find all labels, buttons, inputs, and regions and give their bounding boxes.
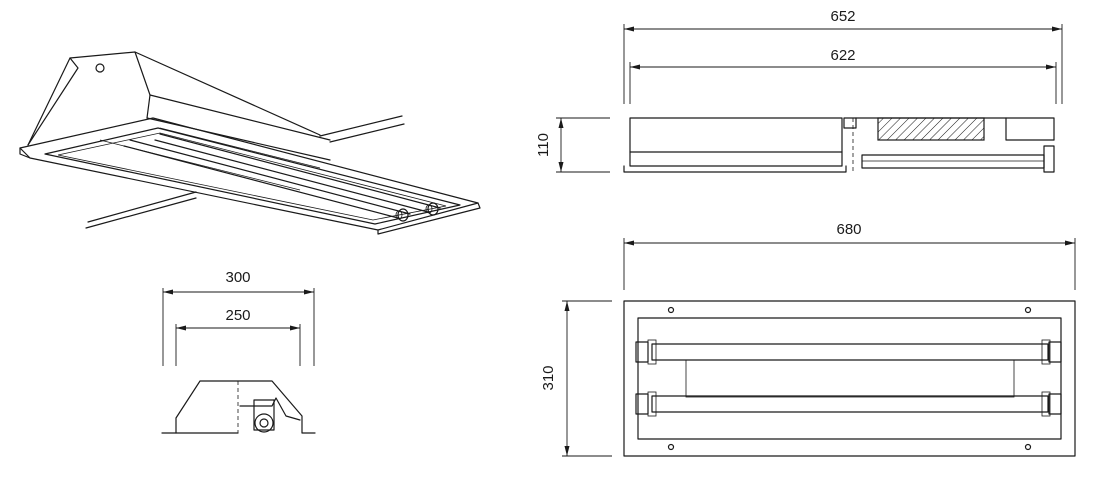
dim-680: 680 xyxy=(836,221,861,238)
isometric-view xyxy=(19,51,481,235)
dim-300: 300 xyxy=(225,269,250,286)
dim-310: 310 xyxy=(540,365,557,390)
end-view: 300 250 xyxy=(161,269,316,434)
dim-622: 622 xyxy=(830,47,855,64)
dim-250: 250 xyxy=(225,307,250,324)
dim-110: 110 xyxy=(535,133,552,157)
plan-view: 680 310 xyxy=(540,221,1076,457)
dim-652: 652 xyxy=(830,8,855,25)
side-view: 652 622 110 xyxy=(535,8,1063,173)
